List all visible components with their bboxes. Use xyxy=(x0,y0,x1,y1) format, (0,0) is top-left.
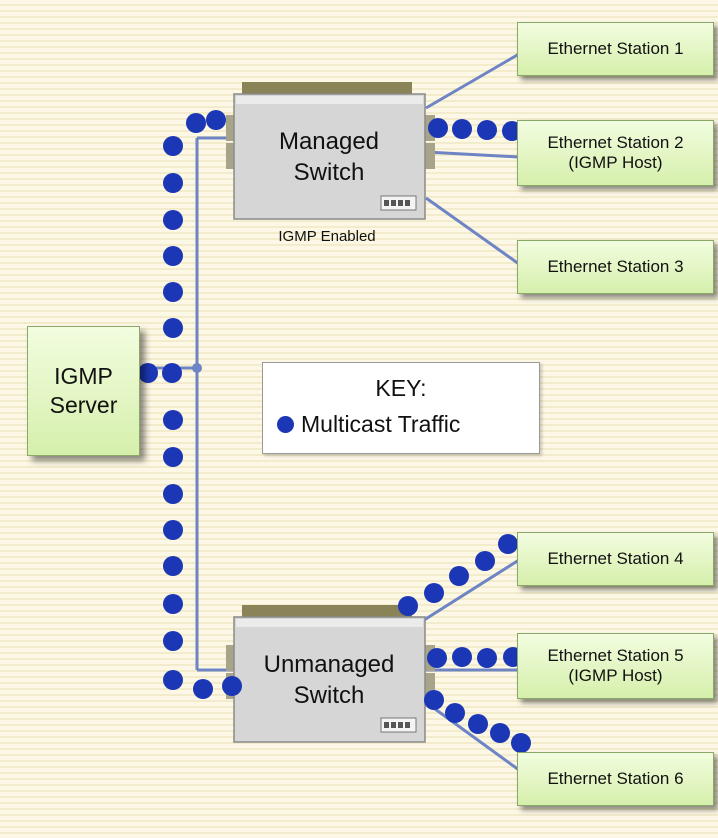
station-1-label: Ethernet Station 1 xyxy=(547,39,684,59)
multicast-dot-unmanaged-to-station6-4 xyxy=(490,723,510,743)
managed-switch-device xyxy=(226,82,435,220)
trunk-junction xyxy=(192,363,202,373)
unmanaged-switch-line1: Unmanaged xyxy=(263,651,395,678)
multicast-traffic-dots xyxy=(138,110,531,753)
multicast-dot-trunk-left-column-1 xyxy=(163,136,183,156)
multicast-dot-icon xyxy=(277,416,294,433)
links xyxy=(140,52,520,772)
server-label-line2: Server xyxy=(49,392,118,418)
multicast-dot-trunk-to-unmanaged-1 xyxy=(163,670,183,690)
multicast-dot-trunk-left-column-8 xyxy=(163,447,183,467)
multicast-dot-trunk-left-column-11 xyxy=(163,556,183,576)
multicast-dot-trunk-left-column-12 xyxy=(163,594,183,614)
unmanaged-switch-device xyxy=(226,605,435,743)
multicast-dot-trunk-left-column-13 xyxy=(163,631,183,651)
multicast-dot-unmanaged-to-station6-2 xyxy=(445,703,465,723)
key-title: KEY: xyxy=(375,375,427,401)
legend-key: KEY: Multicast Traffic xyxy=(262,362,540,454)
station-4-box: Ethernet Station 4 xyxy=(517,532,714,586)
link-unmanaged-station4 xyxy=(412,558,520,629)
multicast-dot-unmanaged-to-station6-5 xyxy=(511,733,531,753)
igmp-server-box: IGMP Server xyxy=(27,326,140,456)
multicast-dot-trunk-left-column-7 xyxy=(163,410,183,430)
station-5-box: Ethernet Station 5 (IGMP Host) xyxy=(517,633,714,699)
multicast-dot-unmanaged-to-station6-1 xyxy=(424,690,444,710)
multicast-dot-trunk-left-column-6 xyxy=(163,318,183,338)
server-label-line1: IGMP xyxy=(54,363,113,390)
station-2-box: Ethernet Station 2 (IGMP Host) xyxy=(517,120,714,186)
multicast-dot-unmanaged-to-station4-3 xyxy=(449,566,469,586)
station-4-label: Ethernet Station 4 xyxy=(547,549,684,569)
multicast-dot-trunk-left-column-10 xyxy=(163,520,183,540)
unmanaged-switch-label: Unmanaged Switch xyxy=(236,649,422,711)
station-2-sublabel: (IGMP Host) xyxy=(568,153,663,172)
station-5-sublabel: (IGMP Host) xyxy=(568,666,663,685)
multicast-dot-trunk-to-unmanaged-2 xyxy=(193,679,213,699)
multicast-dot-server-to-trunk-2 xyxy=(162,363,182,383)
station-3-box: Ethernet Station 3 xyxy=(517,240,714,294)
station-6-box: Ethernet Station 6 xyxy=(517,752,714,806)
multicast-dot-unmanaged-to-station4-2 xyxy=(424,583,444,603)
managed-switch-label: Managed Switch xyxy=(236,126,422,188)
multicast-dot-unmanaged-to-station4-5 xyxy=(498,534,518,554)
station-1-box: Ethernet Station 1 xyxy=(517,22,714,76)
multicast-dot-unmanaged-to-station4-4 xyxy=(475,551,495,571)
multicast-dot-managed-to-station2-3 xyxy=(477,120,497,140)
multicast-dot-trunk-left-column-5 xyxy=(163,282,183,302)
multicast-dot-trunk-to-managed-1 xyxy=(186,113,206,133)
station-5-label: Ethernet Station 5 xyxy=(547,646,684,666)
multicast-dot-managed-to-station2-2 xyxy=(452,119,472,139)
link-managed-station1 xyxy=(425,52,520,110)
multicast-dot-trunk-left-column-3 xyxy=(163,210,183,230)
multicast-dot-unmanaged-to-station5-1 xyxy=(427,648,447,668)
key-item-label: Multicast Traffic xyxy=(301,411,461,437)
multicast-dot-unmanaged-to-station5-3 xyxy=(477,648,497,668)
station-2-label: Ethernet Station 2 xyxy=(547,133,684,153)
link-managed-station3 xyxy=(425,196,520,266)
multicast-dot-unmanaged-to-station6-3 xyxy=(468,714,488,734)
multicast-dot-trunk-left-column-2 xyxy=(163,173,183,193)
managed-switch-line1: Managed xyxy=(278,128,380,155)
multicast-dot-trunk-left-column-9 xyxy=(163,484,183,504)
multicast-dot-server-to-trunk-1 xyxy=(138,363,158,383)
station-6-label: Ethernet Station 6 xyxy=(547,769,684,789)
multicast-dot-trunk-left-column-4 xyxy=(163,246,183,266)
multicast-dot-unmanaged-to-station4-1 xyxy=(398,596,418,616)
igmp-enabled-note: IGMP Enabled xyxy=(278,228,376,245)
managed-switch-line2: Switch xyxy=(293,159,365,187)
multicast-dot-trunk-to-managed-2 xyxy=(206,110,226,130)
multicast-dot-unmanaged-to-station5-2 xyxy=(452,647,472,667)
multicast-dot-trunk-to-unmanaged-3 xyxy=(222,676,242,696)
unmanaged-switch-line2: Switch xyxy=(293,682,365,710)
multicast-dot-managed-to-station2-1 xyxy=(428,118,448,138)
station-3-label: Ethernet Station 3 xyxy=(547,257,684,277)
link-managed-station2 xyxy=(425,150,520,159)
